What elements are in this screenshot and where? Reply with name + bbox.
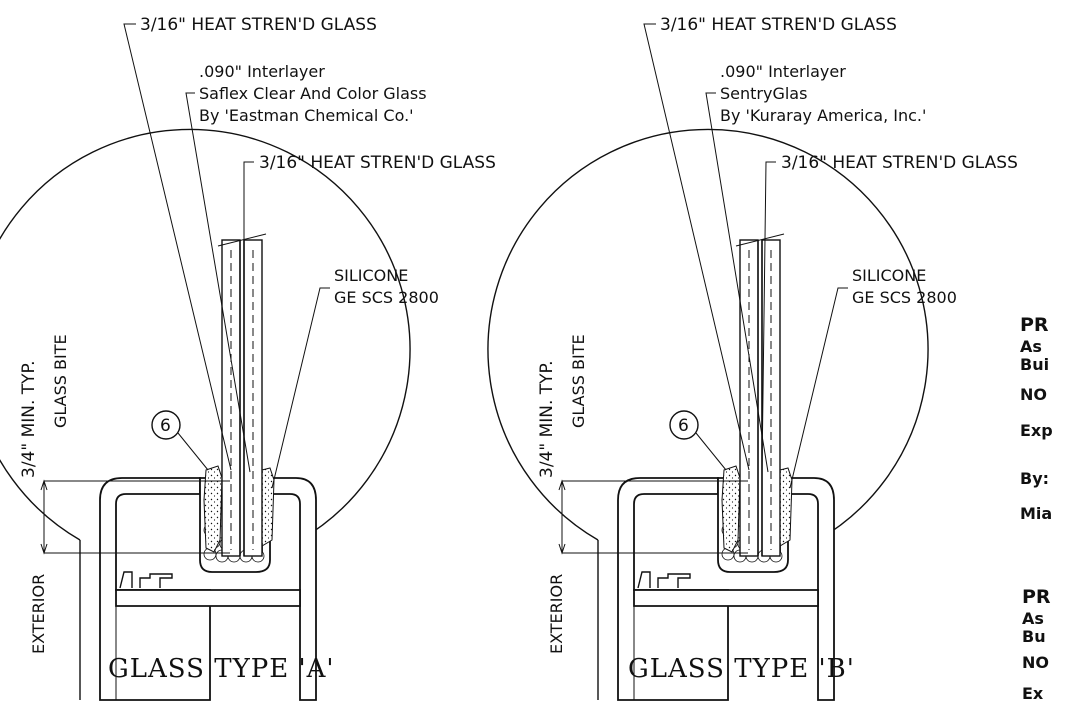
stamp-line-6: By: <box>1020 469 1049 488</box>
glass-type-a-title: GLASS TYPE 'A' <box>108 654 335 684</box>
glass-bite-label-a: GLASS BITE <box>51 334 70 428</box>
bite-dimension-text-a: 3/4" MIN. TYP. <box>19 360 39 478</box>
stamp-line-2: As <box>1020 337 1042 356</box>
stamp-line-9: As <box>1022 609 1044 628</box>
svg-text:6: 6 <box>160 416 171 436</box>
stamp-line-5: Exp <box>1020 421 1053 440</box>
glass-bite-label-b: GLASS BITE <box>569 334 588 428</box>
silicone-product-b: GE SCS 2800 <box>852 288 957 307</box>
outer-glass-label-a: 3/16" HEAT STREN'D GLASS <box>140 15 377 35</box>
stamp-line-7: Mia <box>1020 504 1052 523</box>
glass-bite-dimension-b: 3/4" MIN. TYP. GLASS BITE <box>537 334 748 555</box>
detail-type-a: 3/4" MIN. TYP. GLASS BITE EXTERIOR 6 3/1… <box>0 15 496 701</box>
stamp-line-4: NO <box>1020 385 1047 404</box>
inner-glass-label-b: 3/16" HEAT STREN'D GLASS <box>781 153 1018 173</box>
silicone-product-a: GE SCS 2800 <box>334 288 439 307</box>
callout-6-b: 6 <box>669 410 727 471</box>
bite-dimension-text-b: 3/4" MIN. TYP. <box>537 360 557 478</box>
callout-6-a: 6 <box>151 410 209 471</box>
stamp-line-11: NO <box>1022 653 1049 672</box>
outer-glass-label-b: 3/16" HEAT STREN'D GLASS <box>660 15 897 35</box>
silicone-label-a: SILICONE <box>334 266 408 285</box>
exterior-label-a: EXTERIOR <box>29 574 48 654</box>
stamp-line-1: PR <box>1020 314 1049 336</box>
interlayer-maker-a: By 'Eastman Chemical Co.' <box>199 106 414 125</box>
glass-type-b-title: GLASS TYPE 'B' <box>628 654 855 684</box>
interlayer-label-b: .090" Interlayer <box>720 62 846 81</box>
interlayer-product-a: Saflex Clear And Color Glass <box>199 84 427 103</box>
stamp-line-8: PR <box>1022 586 1051 608</box>
approval-stamp: PR As Bui NO Exp By: Mia PR As Bu NO Ex <box>1020 314 1053 703</box>
stamp-line-3: Bui <box>1020 355 1049 374</box>
exterior-label-b: EXTERIOR <box>547 574 566 654</box>
interlayer-label-a: .090" Interlayer <box>199 62 325 81</box>
inner-glass-label-a: 3/16" HEAT STREN'D GLASS <box>259 153 496 173</box>
svg-text:6: 6 <box>678 416 689 436</box>
interlayer-product-b: SentryGlas <box>720 84 807 103</box>
detail-type-b: 3/4" MIN. TYP. GLASS BITE EXTERIOR 6 3/1… <box>487 15 1018 701</box>
glass-bite-dimension-a: 3/4" MIN. TYP. GLASS BITE <box>19 334 230 555</box>
interlayer-maker-b: By 'Kuraray America, Inc.' <box>720 106 926 125</box>
stamp-line-12: Ex <box>1022 684 1044 703</box>
stamp-line-10: Bu <box>1022 627 1046 646</box>
silicone-label-b: SILICONE <box>852 266 926 285</box>
